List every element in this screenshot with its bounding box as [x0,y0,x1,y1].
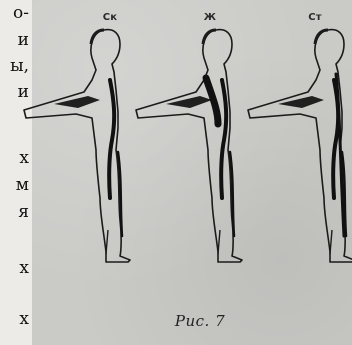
figure-caption: Рис. 7 [150,312,250,330]
label-sk: Ск [90,12,130,23]
figure-zh [136,30,242,262]
label-st: Ст [295,12,335,23]
label-zh: Ж [190,12,230,23]
figure-st [248,30,352,262]
figure-sk [24,30,130,262]
